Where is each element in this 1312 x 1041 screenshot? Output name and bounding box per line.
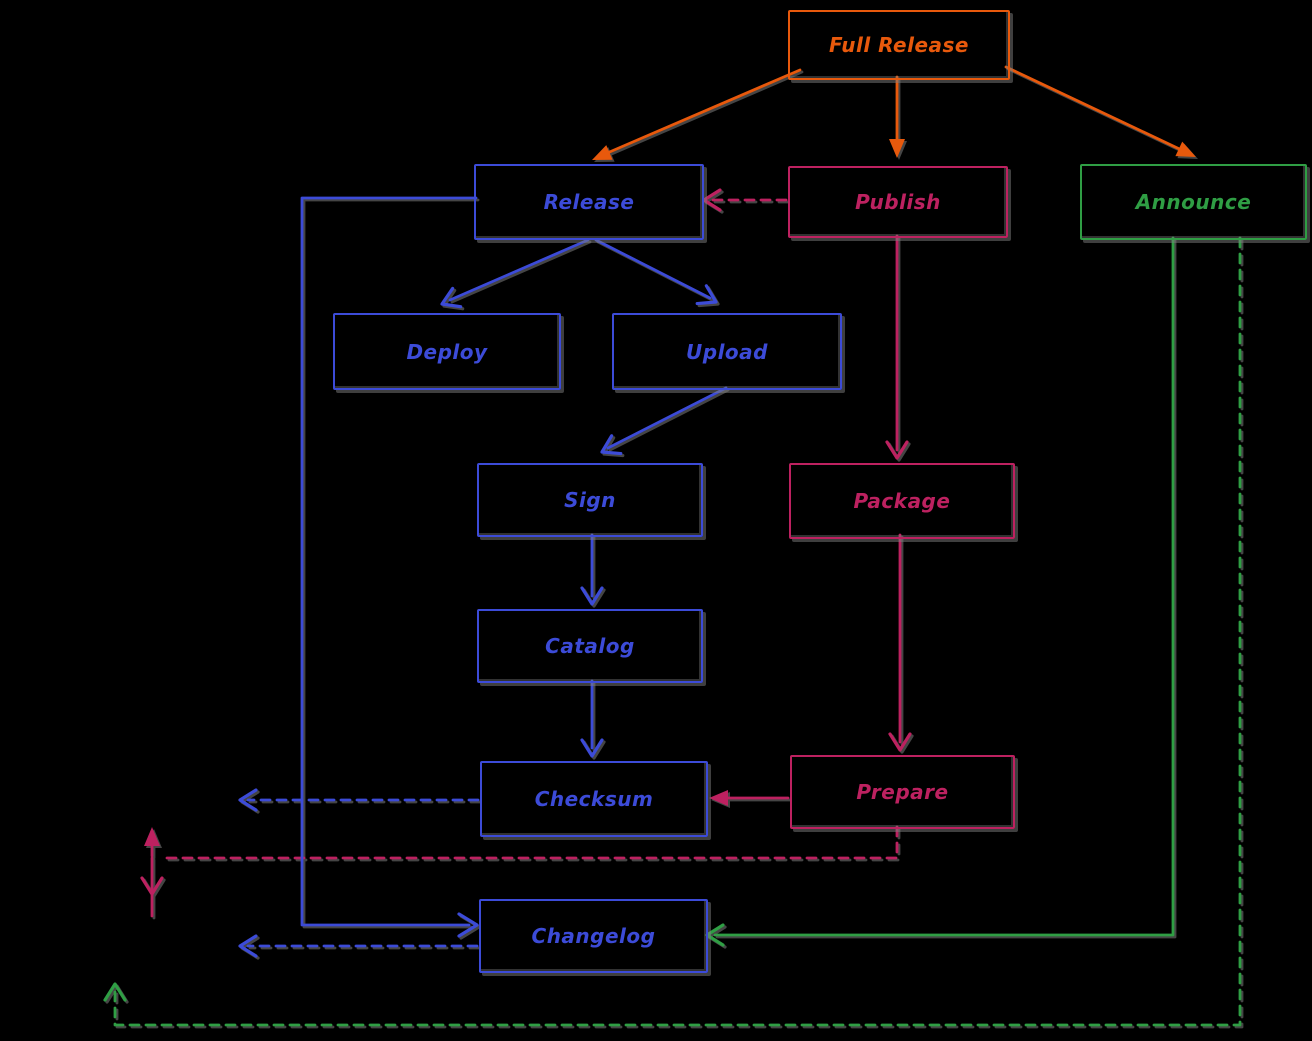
node-changelog-label: Changelog xyxy=(531,924,656,948)
arrowhead-announce-offscreen-bottom-left xyxy=(103,982,127,1002)
node-package: Package xyxy=(789,463,1015,539)
node-changelog: Changelog xyxy=(479,899,708,973)
edge-release-to-upload xyxy=(594,238,712,300)
arrowhead-publish-to-release xyxy=(702,188,722,212)
node-sign-label: Sign xyxy=(564,488,616,512)
node-catalog-label: Catalog xyxy=(545,634,635,658)
arrowhead-full-release-to-publish xyxy=(889,139,905,158)
node-prepare-label: Prepare xyxy=(856,780,949,804)
node-deploy-label: Deploy xyxy=(406,339,488,364)
arrowhead-prepare-offscreen-up xyxy=(144,827,160,846)
arrowhead-release-to-deploy xyxy=(440,286,463,309)
edge-release-to-deploy xyxy=(448,238,590,302)
node-package-label: Package xyxy=(853,489,951,513)
edge-announce-offscreen-bottom-left xyxy=(113,236,1242,1027)
edge-full-release-to-release xyxy=(596,68,802,159)
arrowhead-full-release-to-release xyxy=(592,145,613,160)
node-checksum: Checksum xyxy=(480,761,708,837)
arrowhead-sign-to-catalog xyxy=(580,586,604,606)
node-catalog: Catalog xyxy=(477,609,703,683)
node-sign: Sign xyxy=(477,463,703,537)
node-checksum-label: Checksum xyxy=(534,787,654,811)
arrowhead-full-release-to-announce xyxy=(1175,141,1196,157)
node-announce: Announce xyxy=(1080,164,1307,240)
edge-release-to-changelog xyxy=(300,196,478,927)
node-release-label: Release xyxy=(543,190,635,214)
node-publish: Publish xyxy=(788,166,1008,238)
node-full-release: Full Release xyxy=(788,10,1010,80)
node-upload: Upload xyxy=(612,313,842,390)
node-prepare: Prepare xyxy=(790,755,1015,829)
arrowhead-changelog-offscreen-left xyxy=(238,934,258,958)
arrowhead-checksum-offscreen-left xyxy=(238,788,258,812)
edge-full-release-to-announce xyxy=(1004,65,1192,156)
node-full-release-label: Full Release xyxy=(828,33,969,57)
edge-prepare-offscreen-left xyxy=(158,825,899,860)
arrowhead-prepare-to-checksum xyxy=(709,790,728,806)
edge-announce-to-changelog xyxy=(713,236,1175,937)
node-announce-label: Announce xyxy=(1135,190,1252,214)
node-upload-label: Upload xyxy=(686,339,768,364)
arrowhead-catalog-to-checksum xyxy=(580,738,604,758)
arrowhead-release-to-upload xyxy=(695,284,718,306)
node-release: Release xyxy=(474,164,704,240)
arrowhead-publish-to-package xyxy=(885,440,909,460)
arrowhead-upload-to-sign xyxy=(600,434,623,456)
node-publish-label: Publish xyxy=(855,190,941,214)
arrowhead-prepare-offscreen-down xyxy=(140,876,164,896)
arrowhead-package-to-prepare xyxy=(888,732,912,752)
node-deploy: Deploy xyxy=(333,313,561,390)
arrowhead-release-to-changelog xyxy=(457,912,479,938)
edge-upload-to-sign xyxy=(606,386,728,450)
